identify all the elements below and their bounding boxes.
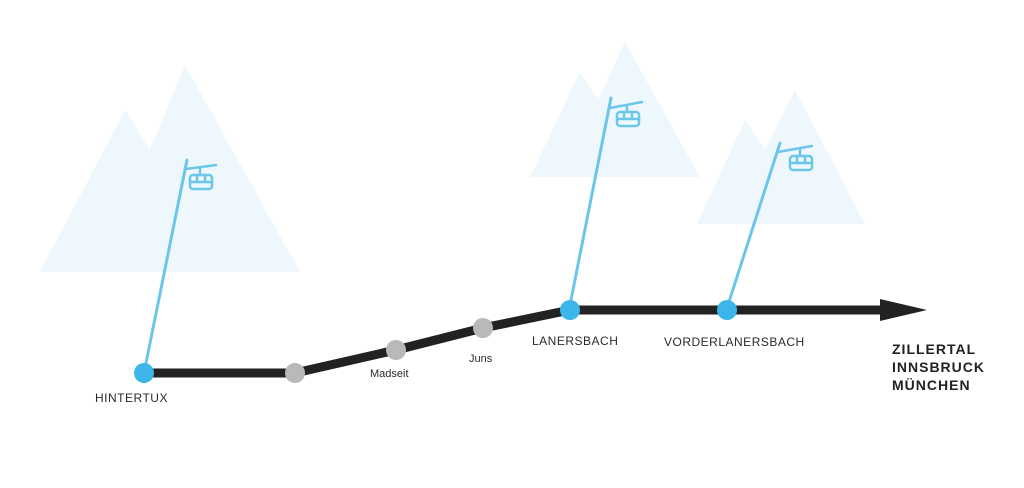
station-lanersbach[interactable]	[560, 300, 580, 320]
station-juns[interactable]	[473, 318, 493, 338]
destination-zillertal: ZILLERTAL	[892, 341, 977, 357]
mountain-center	[530, 42, 700, 177]
station-vorderlanersbach[interactable]	[717, 300, 737, 320]
gondola-icon	[184, 163, 218, 191]
cable-lanersbach	[568, 96, 613, 307]
cable-vorderlanersbach	[726, 141, 782, 307]
label-lanersbach: LANERSBACH	[532, 334, 619, 348]
label-hintertux: HINTERTUX	[95, 391, 168, 405]
cable-hintertux	[143, 158, 189, 370]
railway-track	[144, 305, 890, 378]
label-juns: Juns	[469, 353, 493, 365]
arrow-head-icon	[880, 299, 927, 321]
gondola-icon	[776, 144, 814, 172]
destination-muenchen: MÜNCHEN	[892, 377, 971, 393]
mountain-left	[40, 65, 300, 272]
station-hintertux[interactable]	[134, 363, 154, 383]
label-vorderlanersbach: VORDERLANERSBACH	[664, 335, 805, 349]
destinations: ZILLERTAL INNSBRUCK MÜNCHEN	[892, 340, 985, 394]
destination-innsbruck: INNSBRUCK	[892, 359, 985, 375]
mountain-right	[697, 90, 865, 224]
station-minor[interactable]	[285, 363, 305, 383]
gondola-icon	[608, 100, 644, 128]
station-madseit[interactable]	[386, 340, 406, 360]
label-madseit: Madseit	[370, 368, 409, 380]
